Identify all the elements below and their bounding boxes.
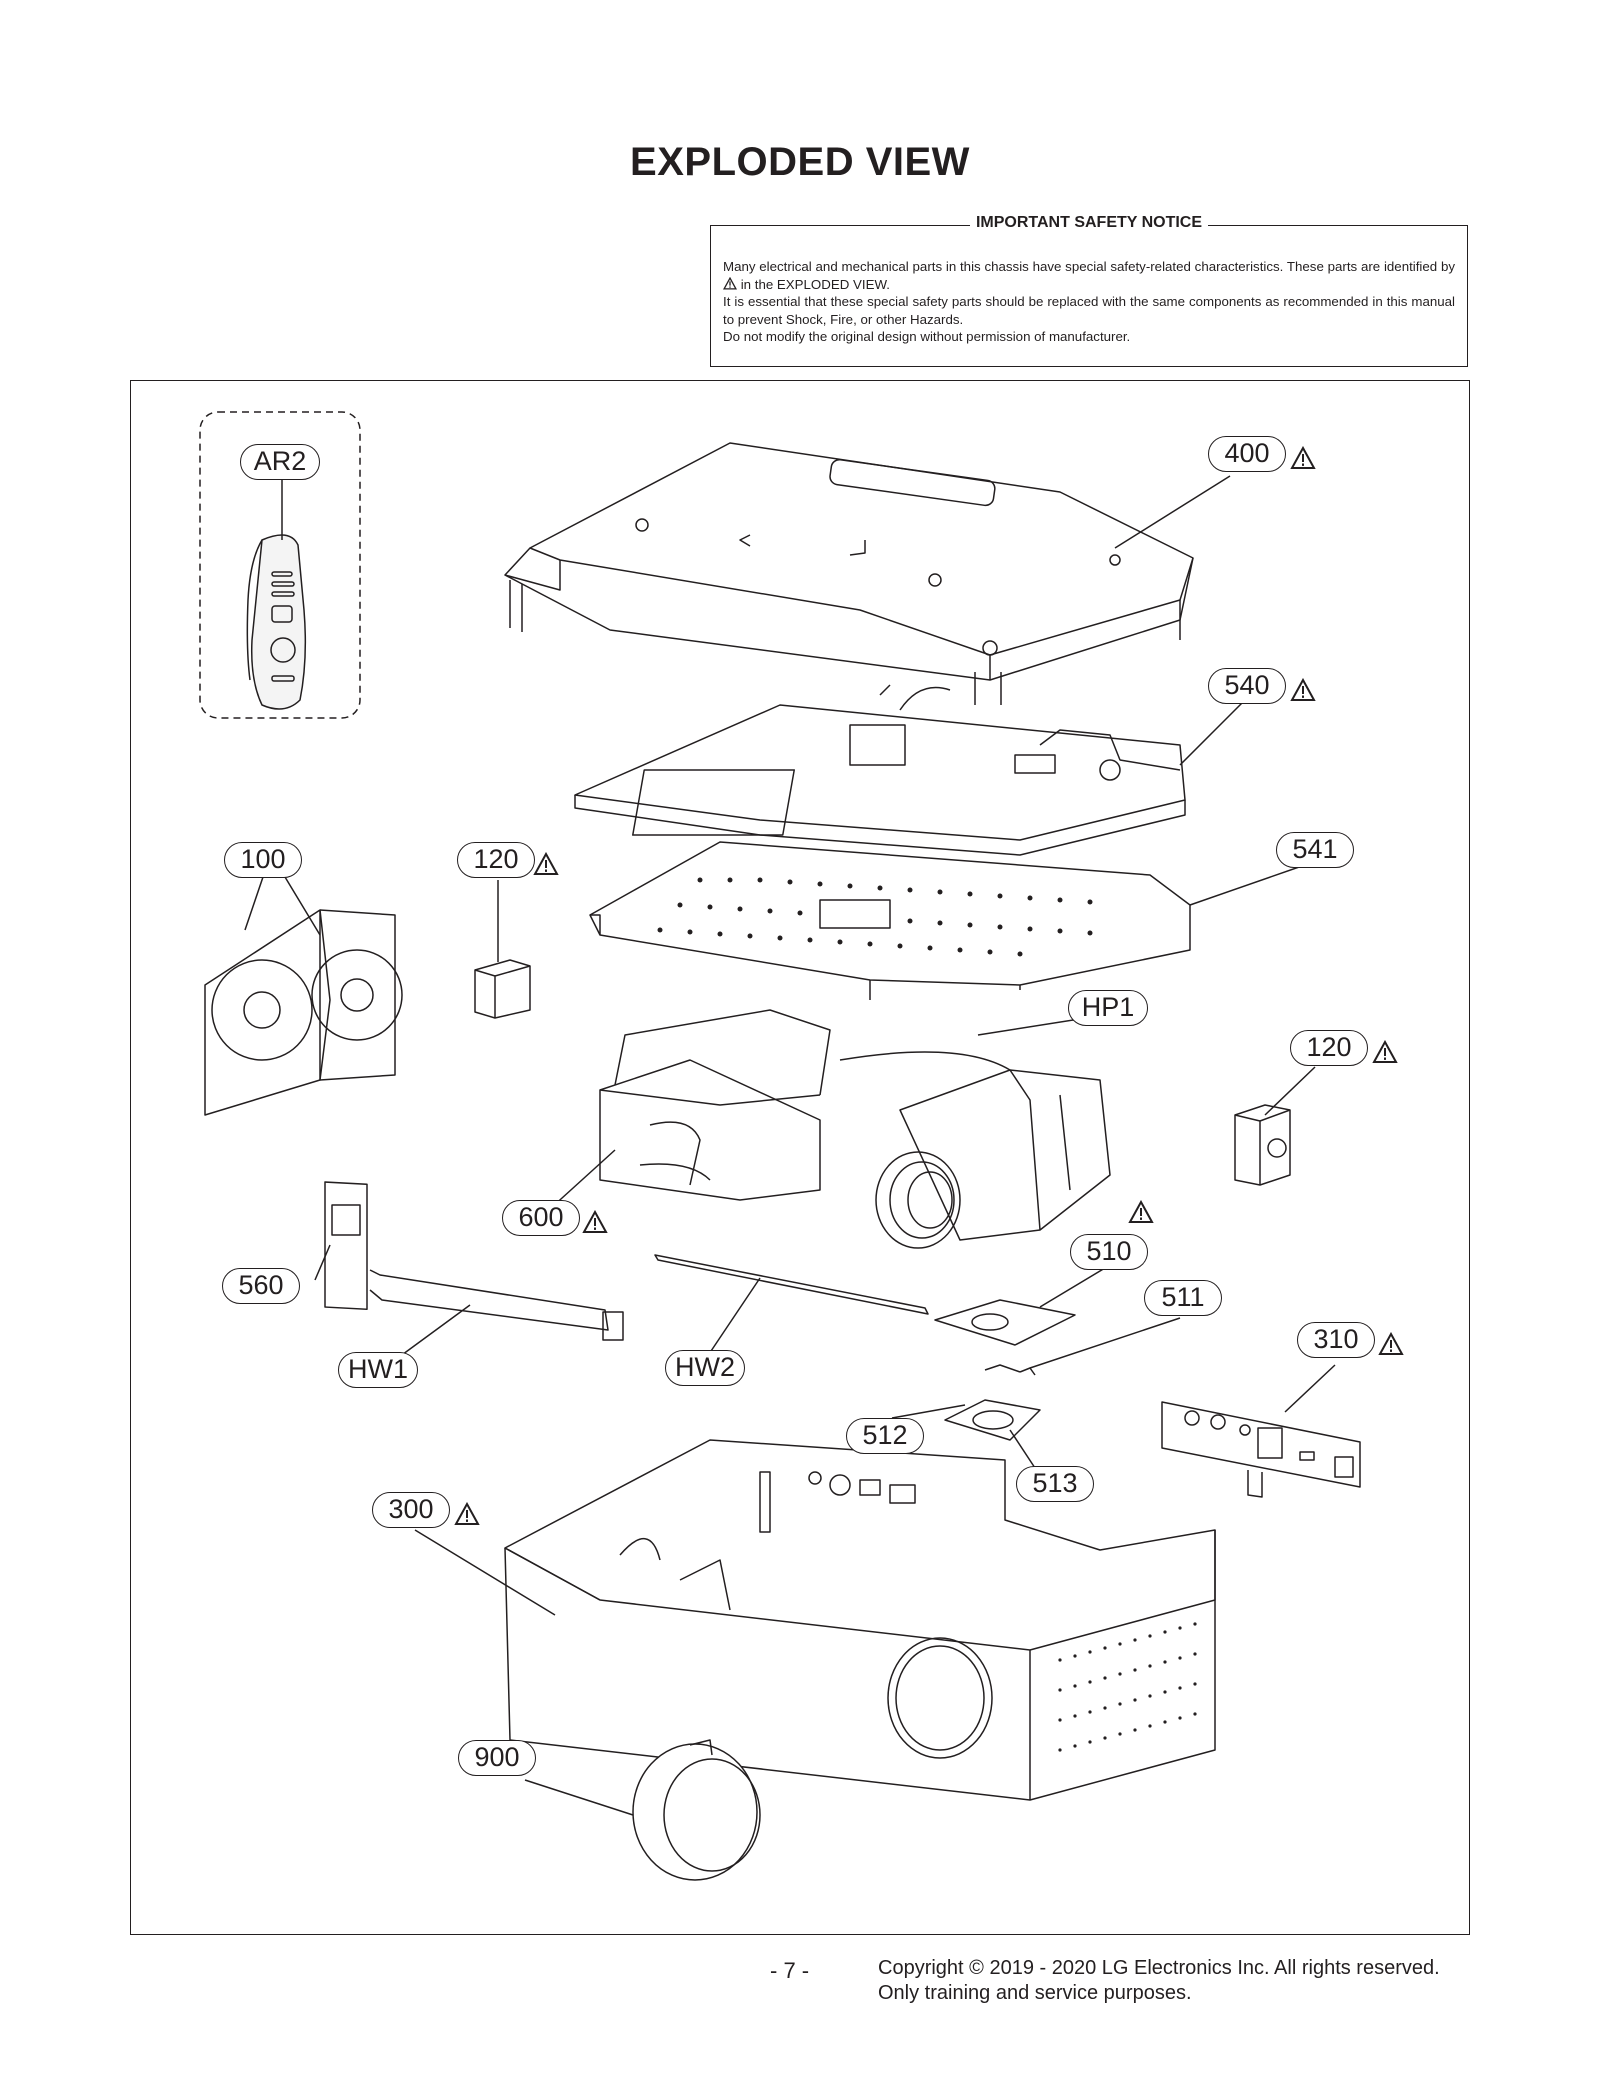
cable-hw2-drawing <box>654 1254 929 1315</box>
callout-hw1: HW1 <box>338 1352 418 1388</box>
callout-310: 310 <box>1297 1322 1375 1358</box>
warning-triangle-icon <box>1378 1332 1404 1355</box>
notice-line-2: It is essential that these special safet… <box>723 294 1455 327</box>
shield-frame-drawing <box>589 841 1191 1000</box>
top-cover-drawing <box>504 442 1194 705</box>
callout-900: 900 <box>458 1740 536 1776</box>
heat-sink-drawing <box>599 1009 831 1201</box>
fans-drawing <box>204 909 403 1116</box>
callout-300: 300 <box>372 1492 450 1528</box>
board-560-drawing <box>324 1181 624 1341</box>
callout-513: 513 <box>1016 1466 1094 1502</box>
case-perforation <box>1058 1622 1197 1752</box>
page-title: EXPLODED VIEW <box>630 140 970 184</box>
leader-lines <box>244 475 1336 1816</box>
callout-510: 510 <box>1070 1234 1148 1270</box>
speaker-left-drawing <box>474 959 531 1019</box>
callout-100: 100 <box>224 842 302 878</box>
copyright-line: Copyright © 2019 - 2020 LG Electronics I… <box>878 1957 1440 1979</box>
warning-triangle-icon <box>582 1210 608 1233</box>
notice-line-3: Do not modify the original design withou… <box>723 329 1131 344</box>
callout-120-left: 120 <box>457 842 535 878</box>
footer-copyright: Copyright © 2019 - 2020 LG Electronics I… <box>878 1956 1440 2006</box>
warning-triangle-icon <box>1290 446 1316 469</box>
speaker-right-drawing <box>1234 1104 1291 1186</box>
callout-400: 400 <box>1208 436 1286 472</box>
warning-triangle-icon <box>1372 1040 1398 1063</box>
main-board-drawing <box>574 684 1186 856</box>
page-number: - 7 - <box>770 1958 810 1983</box>
notice-line-1-end: in the EXPLODED VIEW. <box>740 276 890 292</box>
callout-540: 540 <box>1208 668 1286 704</box>
callout-511: 511 <box>1144 1280 1222 1316</box>
light-engine-drawing <box>839 1051 1111 1249</box>
notice-line-1: Many electrical and mechanical parts in … <box>723 259 1455 274</box>
safety-notice-box: IMPORTANT SAFETY NOTICE Many electrical … <box>710 214 1468 367</box>
warning-triangle-icon <box>722 276 738 290</box>
base-case-drawing <box>504 1439 1216 1801</box>
lens-ring-drawing <box>632 1739 761 1881</box>
callout-541: 541 <box>1276 832 1354 868</box>
callout-hp1: HP1 <box>1068 990 1148 1026</box>
warning-triangle-icon <box>533 852 559 875</box>
callout-512: 512 <box>846 1418 924 1454</box>
callout-hw2: HW2 <box>665 1350 745 1386</box>
remote-control-drawing <box>199 411 361 719</box>
safety-notice-heading: IMPORTANT SAFETY NOTICE <box>969 214 1209 231</box>
warning-triangle-icon <box>1290 678 1316 701</box>
usage-line: Only training and service purposes. <box>878 1982 1192 2004</box>
dmd-parts-drawing <box>934 1299 1076 1441</box>
warning-triangle-icon <box>1128 1200 1154 1223</box>
callout-560: 560 <box>222 1268 300 1304</box>
callout-600: 600 <box>502 1200 580 1236</box>
rear-plate-drawing <box>1161 1401 1361 1498</box>
shield-perforation <box>657 877 1093 957</box>
safety-notice-text: Many electrical and mechanical parts in … <box>722 258 1455 346</box>
callout-120-right: 120 <box>1290 1030 1368 1066</box>
warning-triangle-icon <box>454 1502 480 1525</box>
callout-ar2: AR2 <box>240 444 320 480</box>
exploded-view-frame <box>130 380 1470 1935</box>
